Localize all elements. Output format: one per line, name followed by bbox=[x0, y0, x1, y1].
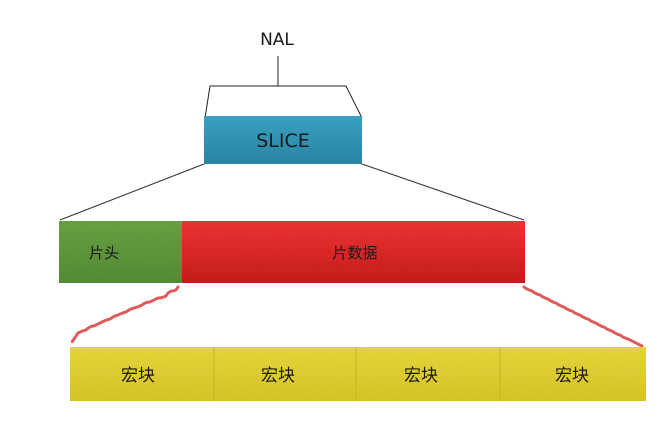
macroblock-2: 宏块 bbox=[214, 347, 356, 401]
macroblock-row: 宏块 宏块 宏块 宏块 bbox=[70, 347, 646, 401]
right-wavy-connector bbox=[522, 285, 644, 348]
slice-header-label: 片头 bbox=[89, 244, 119, 262]
nal-label: NAL bbox=[260, 30, 294, 50]
macroblock-4: 宏块 bbox=[500, 347, 646, 401]
slice-right-expand-line bbox=[361, 163, 525, 221]
left-wavy-connector bbox=[70, 285, 180, 344]
nal-bracket bbox=[204, 56, 363, 119]
slice-label: SLICE bbox=[256, 130, 310, 152]
slice-data-box: 片数据 bbox=[182, 221, 525, 283]
slice-data-label: 片数据 bbox=[332, 244, 377, 262]
slice-left-expand-line bbox=[59, 163, 205, 221]
macroblock-3: 宏块 bbox=[356, 347, 500, 401]
macroblock-1: 宏块 bbox=[70, 347, 214, 401]
slice-box: SLICE bbox=[204, 116, 362, 164]
macroblock-2-label: 宏块 bbox=[261, 366, 295, 386]
macroblock-3-label: 宏块 bbox=[404, 366, 438, 386]
slice-header-box: 片头 bbox=[59, 221, 183, 283]
macroblock-1-label: 宏块 bbox=[121, 366, 155, 386]
macroblock-4-label: 宏块 bbox=[555, 366, 589, 386]
